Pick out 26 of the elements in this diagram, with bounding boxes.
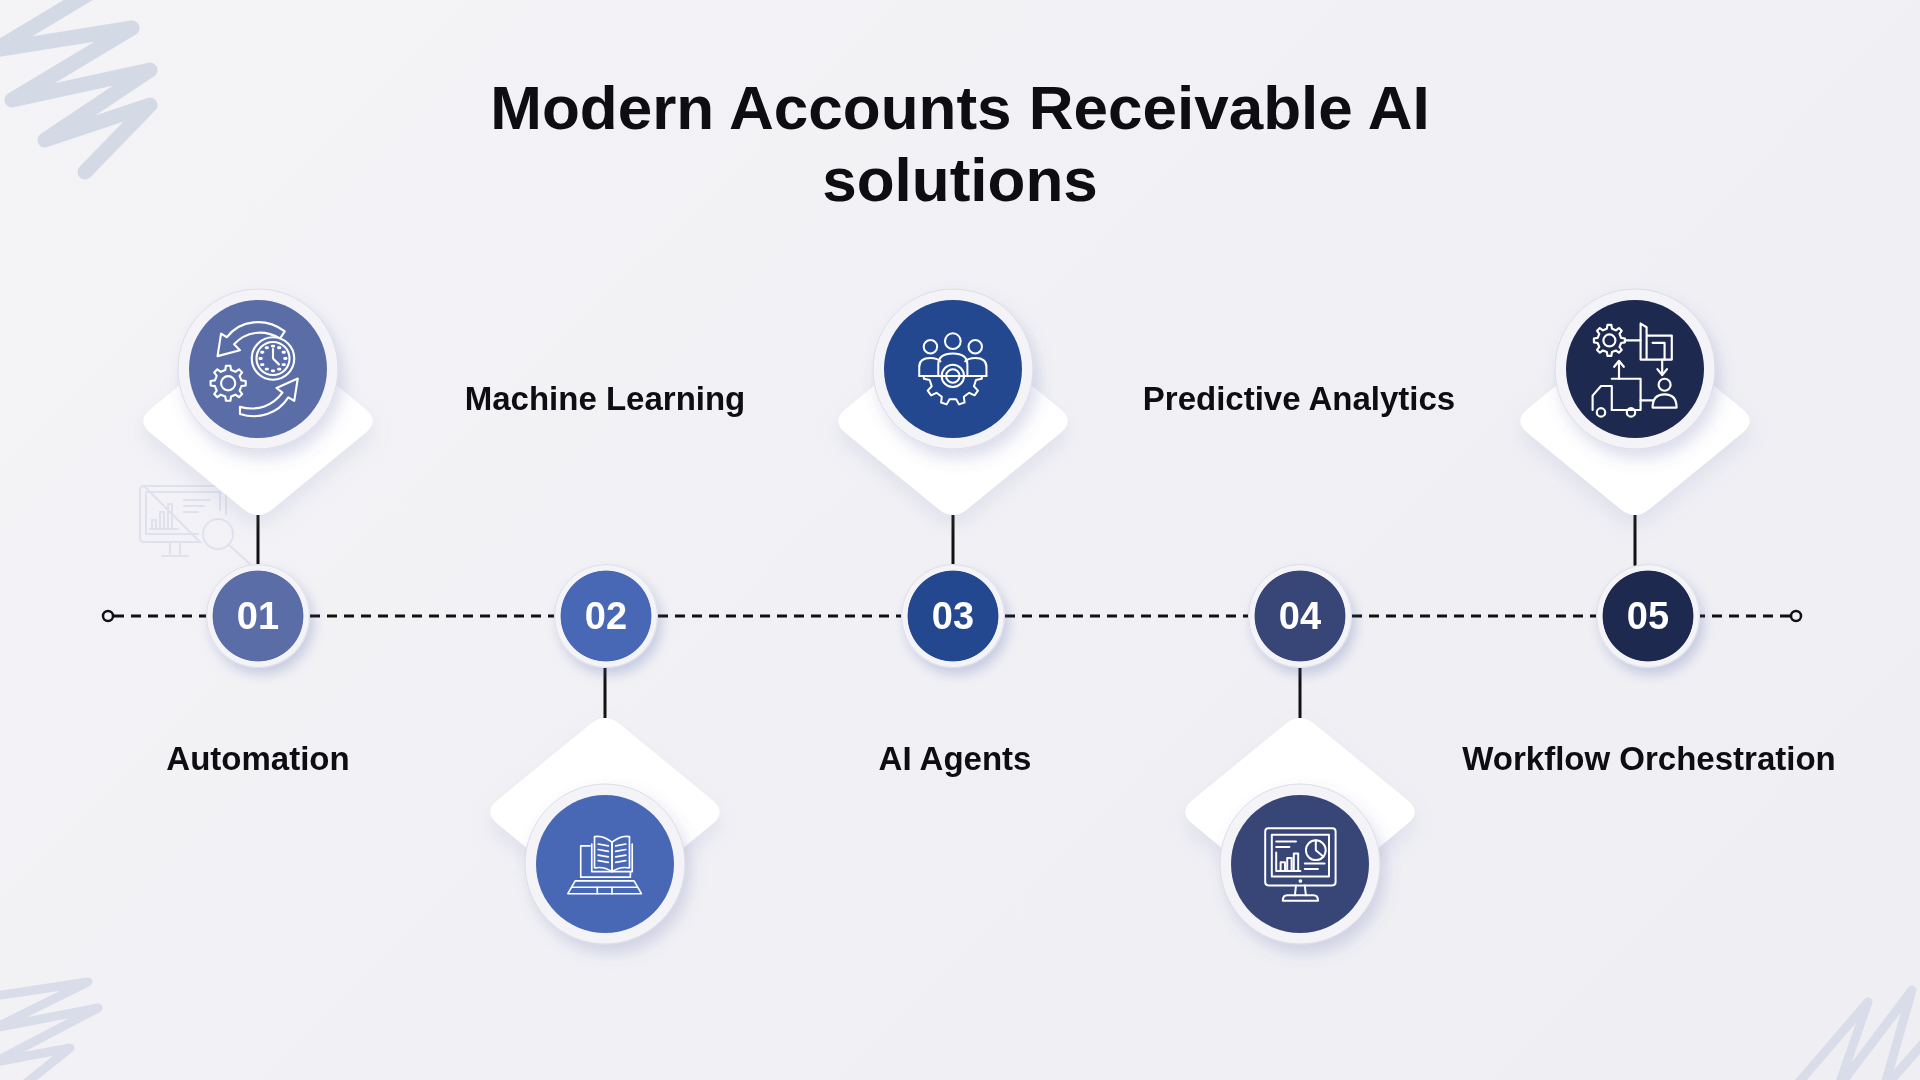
dashed-timeline-line <box>1700 609 1803 623</box>
step-number: 01 <box>236 597 280 635</box>
step-number: 05 <box>1626 597 1670 635</box>
step-label: Predictive Analytics <box>1142 379 1456 419</box>
connector-line <box>1298 668 1302 718</box>
icon-card <box>1185 718 1415 944</box>
icon-card <box>838 289 1068 515</box>
dashed-timeline-line <box>101 609 206 623</box>
step-label: Workflow Orchestration <box>1462 739 1836 779</box>
dashed-timeline-line <box>310 614 554 618</box>
dashed-timeline-line <box>1005 614 1248 618</box>
step-label: AI Agents <box>878 739 1032 779</box>
icon-card <box>490 718 720 944</box>
step-number: 04 <box>1278 597 1322 635</box>
step-label: Machine Learning <box>464 379 746 419</box>
icon-card <box>1520 289 1750 515</box>
connector-line <box>603 668 607 718</box>
step-number: 03 <box>931 597 975 635</box>
step-label: Automation <box>166 739 350 779</box>
connector-line <box>951 515 955 564</box>
dashed-timeline-line <box>1352 614 1596 618</box>
dashed-timeline-line <box>658 614 901 618</box>
step-number: 02 <box>584 597 628 635</box>
title: Modern Accounts Receivable AI solutions <box>489 72 1431 216</box>
connector-line <box>1633 515 1637 566</box>
connector-line <box>256 515 260 564</box>
